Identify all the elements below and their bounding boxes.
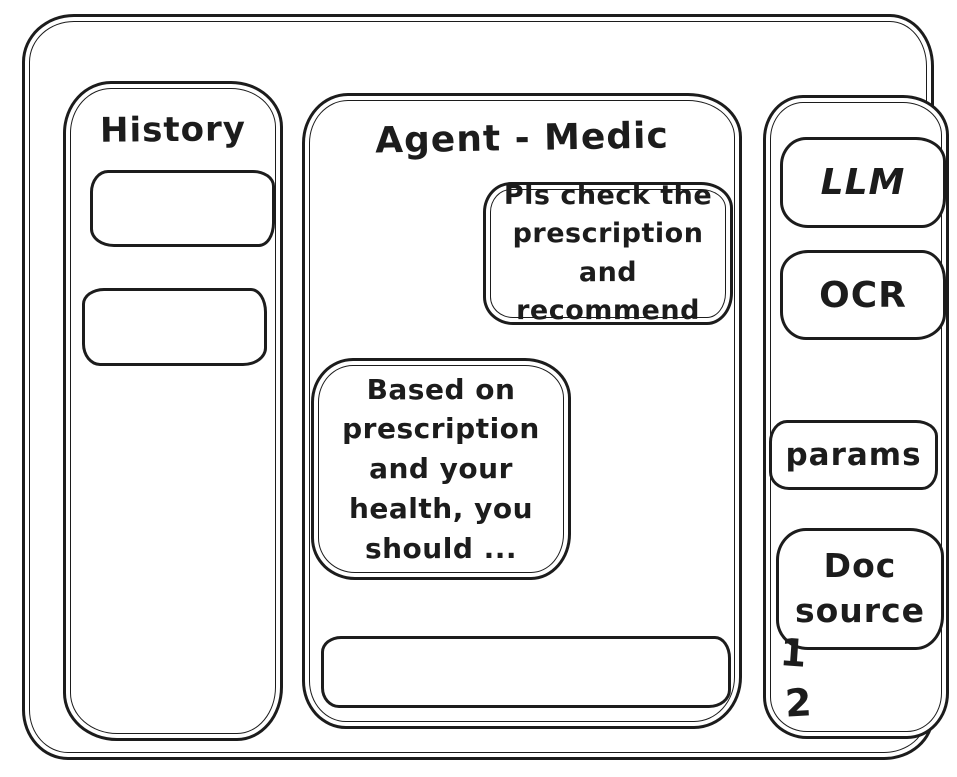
- history-item[interactable]: [90, 170, 275, 247]
- history-panel: History: [63, 81, 283, 741]
- assistant-message-bubble: Based on prescription and your health, y…: [311, 358, 571, 580]
- params-button[interactable]: params: [769, 420, 938, 490]
- app-frame: History Agent - Medic Pls check the pres…: [22, 14, 949, 760]
- chat-panel: Agent - Medic Pls check the prescription…: [302, 93, 742, 729]
- history-item[interactable]: [82, 288, 267, 366]
- user-message-bubble: Pls check the prescription and recommend: [483, 180, 733, 326]
- doc-source-item-1[interactable]: 1: [778, 630, 808, 676]
- ocr-button[interactable]: OCR: [780, 250, 946, 340]
- message-input[interactable]: [321, 636, 731, 708]
- llm-button[interactable]: LLM: [780, 137, 946, 228]
- doc-source-item-2[interactable]: 2: [783, 680, 813, 726]
- tools-panel: LLM OCR params Doc source 1 2: [763, 95, 949, 739]
- chat-title: Agent - Medic: [374, 115, 670, 162]
- history-title: History: [99, 109, 247, 151]
- doc-source-button[interactable]: Doc source: [776, 528, 944, 650]
